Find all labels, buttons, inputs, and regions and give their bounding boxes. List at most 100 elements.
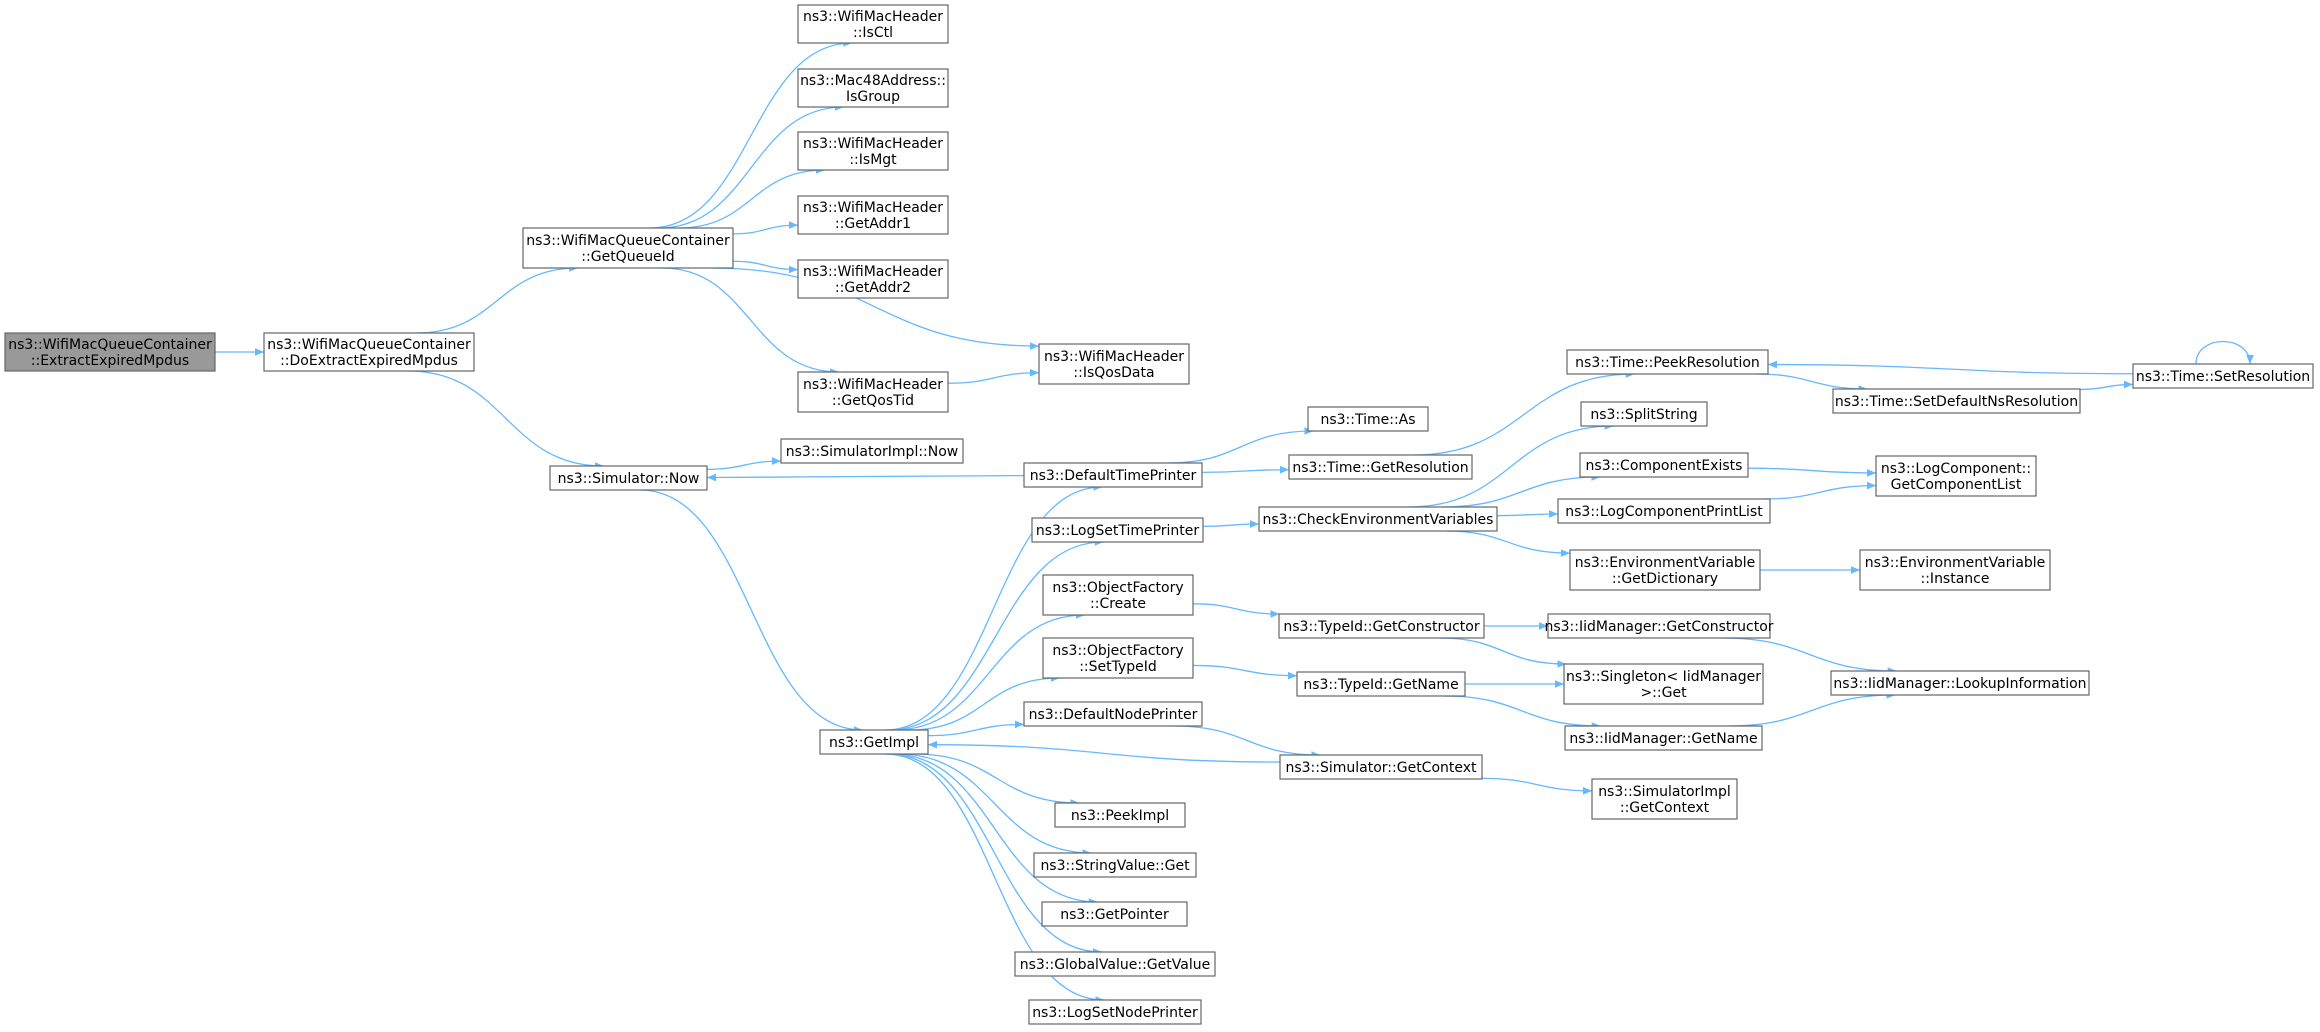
function-node-n24[interactable]: ns3::Time::GetResolution	[1288, 454, 1473, 480]
call-edge-n12-n17	[927, 720, 1025, 737]
function-node-n7[interactable]: ns3::WifiMacHeader::GetAddr1	[797, 195, 949, 235]
node-label: ns3::ObjectFactory	[1052, 643, 1183, 659]
function-node-n10[interactable]: ns3::WifiMacHeader::IsQosData	[1038, 343, 1190, 385]
function-node-n21[interactable]: ns3::GlobalValue::GetValue	[1014, 951, 1216, 977]
node-box	[780, 438, 964, 464]
node-label: ns3::WifiMacHeader	[803, 200, 943, 216]
function-node-n23[interactable]: ns3::Time::As	[1307, 406, 1429, 432]
function-node-n3[interactable]: ns3::Simulator::Now	[549, 465, 708, 491]
node-label: ns3::Singleton< IidManager	[1566, 669, 1761, 685]
function-node-n1[interactable]: ns3::WifiMacQueueContainer::DoExtractExp…	[263, 332, 475, 372]
function-node-n27[interactable]: ns3::TypeId::GetName	[1296, 671, 1466, 697]
node-label: ::Create	[1090, 596, 1146, 612]
node-box	[1042, 637, 1194, 679]
node-label: ::IsCtl	[853, 25, 893, 41]
function-node-n32[interactable]: ns3::SplitString	[1580, 401, 1708, 427]
call-edge-n29-n30	[1756, 373, 1868, 393]
function-node-n26[interactable]: ns3::TypeId::GetConstructor	[1278, 613, 1485, 639]
call-edge-n12-n22	[884, 753, 1105, 1004]
function-node-n11[interactable]: ns3::SimulatorImpl::Now	[780, 438, 964, 464]
function-node-n38[interactable]: ns3::IidManager::GetConstructor	[1544, 613, 1774, 639]
node-label: ns3::StringValue::Get	[1040, 858, 1190, 874]
function-node-n16[interactable]: ns3::ObjectFactory::SetTypeId	[1042, 637, 1194, 679]
function-node-n41[interactable]: ns3::IidManager::LookupInformation	[1830, 670, 2090, 696]
function-node-n17[interactable]: ns3::DefaultNodePrinter	[1023, 701, 1203, 727]
node-box	[1296, 671, 1466, 697]
call-edge-n2-n6	[678, 166, 826, 229]
node-box	[1041, 901, 1188, 927]
function-node-n25[interactable]: ns3::CheckEnvironmentVariables	[1258, 506, 1498, 532]
node-label: ns3::WifiMacHeader	[1044, 349, 1184, 365]
call-edge-n40-n41	[1728, 691, 1896, 727]
node-label: ns3::Time::SetResolution	[2136, 369, 2310, 385]
function-node-n33[interactable]: ns3::ComponentExists	[1579, 452, 1749, 478]
function-node-n35[interactable]: ns3::LogComponent::GetComponentList	[1875, 455, 2037, 497]
call-edge-n2-n4	[649, 39, 853, 229]
node-label: ns3::Time::As	[1320, 412, 1415, 428]
node-box	[797, 371, 949, 413]
node-box	[1580, 401, 1708, 427]
function-node-n6[interactable]: ns3::WifiMacHeader::IsMgt	[797, 131, 949, 171]
node-box	[1028, 999, 1202, 1025]
node-box	[797, 131, 949, 171]
function-node-n9[interactable]: ns3::WifiMacHeader::GetQosTid	[797, 371, 949, 413]
function-node-n39[interactable]: ns3::Singleton< IidManager>::Get	[1563, 663, 1764, 705]
function-node-n40[interactable]: ns3::IidManager::GetName	[1564, 725, 1763, 751]
node-label: ::SetTypeId	[1079, 659, 1157, 675]
function-node-n36[interactable]: ns3::EnvironmentVariable::GetDictionary	[1569, 549, 1761, 591]
node-label: ns3::IidManager::GetConstructor	[1544, 619, 1773, 635]
node-box	[1033, 852, 1197, 878]
function-node-n20[interactable]: ns3::GetPointer	[1041, 901, 1188, 927]
function-node-n22[interactable]: ns3::LogSetNodePrinter	[1028, 999, 1202, 1025]
node-label: IsGroup	[846, 89, 900, 105]
node-label: ns3::TypeId::GetName	[1303, 677, 1458, 693]
node-label: ns3::ComponentExists	[1586, 458, 1743, 474]
node-box	[4, 332, 216, 372]
call-edge-n2-n5	[658, 103, 844, 229]
call-edge-n38-n41	[1722, 637, 1897, 675]
node-label: ns3::WifiMacQueueContainer	[8, 337, 212, 353]
function-node-n2[interactable]: ns3::WifiMacQueueContainer::GetQueueId	[522, 227, 734, 269]
call-edge-n2-n9	[662, 267, 839, 376]
function-node-n30[interactable]: ns3::Time::SetDefaultNsResolution	[1832, 388, 2081, 414]
node-label: ns3::WifiMacHeader	[803, 9, 943, 25]
function-node-n29[interactable]: ns3::Time::PeekResolution	[1566, 349, 1769, 375]
function-node-n42[interactable]: ns3::SimulatorImpl::GetContext	[1591, 778, 1738, 820]
node-box	[1278, 613, 1485, 639]
call-edge-n3-n12	[639, 489, 863, 734]
node-label: ::GetAddr1	[835, 216, 911, 232]
function-node-n15[interactable]: ns3::ObjectFactory::Create	[1042, 574, 1194, 616]
node-label: ::Instance	[1921, 571, 1990, 587]
call-edge-n31-n29	[1767, 360, 2134, 375]
node-label: ::DoExtractExpiredMpdus	[280, 353, 458, 369]
function-node-n18[interactable]: ns3::PeekImpl	[1054, 802, 1186, 828]
call-edge-n12-n13	[884, 483, 1103, 731]
function-node-n34[interactable]: ns3::LogComponentPrintList	[1557, 498, 1771, 524]
function-node-n5[interactable]: ns3::Mac48Address::IsGroup	[797, 68, 949, 108]
node-label: ::GetAddr2	[835, 280, 911, 296]
function-node-n31[interactable]: ns3::Time::SetResolution	[2132, 363, 2314, 389]
node-label: ::GetDictionary	[1612, 571, 1718, 587]
node-label: >::Get	[1640, 685, 1687, 701]
node-box	[1014, 951, 1216, 977]
function-node-n13[interactable]: ns3::DefaultTimePrinter	[1023, 462, 1203, 488]
function-node-n28[interactable]: ns3::Simulator::GetContext	[1279, 754, 1483, 780]
call-edge-n14-n25	[1202, 520, 1260, 528]
function-node-n12[interactable]: ns3::GetImpl	[819, 729, 929, 755]
function-nodes: ns3::WifiMacQueueContainer::ExtractExpir…	[4, 4, 2314, 1025]
node-label: ns3::EnvironmentVariable	[1865, 555, 2046, 571]
function-node-n8[interactable]: ns3::WifiMacHeader::GetAddr2	[797, 259, 949, 299]
function-node-n14[interactable]: ns3::LogSetTimePrinter	[1031, 517, 1204, 543]
node-label: ::GetContext	[1620, 800, 1710, 816]
node-label: ns3::LogComponentPrintList	[1565, 504, 1763, 520]
node-label: ns3::ObjectFactory	[1052, 580, 1183, 596]
function-node-n19[interactable]: ns3::StringValue::Get	[1033, 852, 1197, 878]
node-box	[1258, 506, 1498, 532]
node-label: ns3::LogSetTimePrinter	[1036, 523, 1200, 539]
root-function-node-n0[interactable]: ns3::WifiMacQueueContainer::ExtractExpir…	[4, 332, 216, 372]
function-node-n4[interactable]: ns3::WifiMacHeader::IsCtl	[797, 4, 949, 44]
node-box	[263, 332, 475, 372]
node-label: ns3::DefaultNodePrinter	[1029, 707, 1198, 723]
function-node-n37[interactable]: ns3::EnvironmentVariable::Instance	[1859, 549, 2051, 591]
